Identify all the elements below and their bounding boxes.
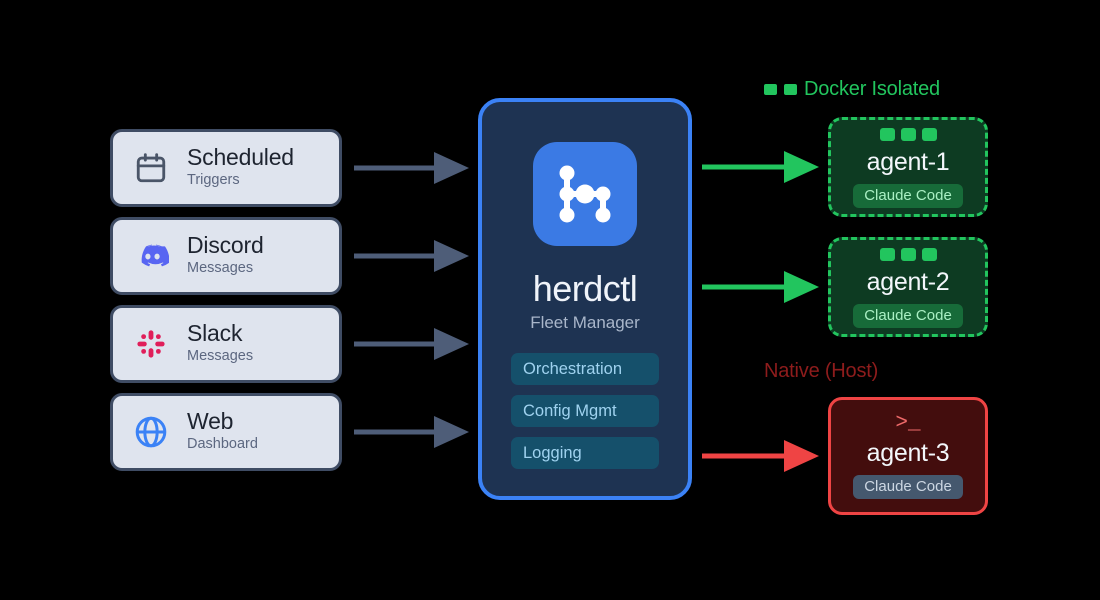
group-label-text: Docker Isolated	[804, 78, 940, 100]
agent-box-agent-2[interactable]: agent-2 Claude Code	[828, 237, 988, 337]
terminal-prompt-icon: >_	[895, 412, 921, 435]
container-square-icon	[764, 84, 777, 95]
agent-name: agent-2	[866, 268, 950, 296]
source-card-discord[interactable]: Discord Messages	[110, 217, 342, 295]
slack-icon	[131, 324, 171, 364]
agent-box-agent-1[interactable]: agent-1 Claude Code	[828, 117, 988, 217]
agent-name: agent-3	[866, 439, 950, 467]
hub-tag-orchestration[interactable]: Orchestration	[511, 353, 659, 385]
three-squares-icon	[879, 248, 937, 261]
three-squares-icon	[879, 128, 937, 141]
agent-name: agent-1	[866, 148, 950, 176]
calendar-icon	[131, 148, 171, 188]
hub-title: herdctl	[532, 268, 638, 309]
group-label-text: Native (Host)	[764, 360, 879, 382]
container-square-icon	[784, 84, 797, 95]
source-title: Slack	[187, 320, 243, 347]
globe-icon	[131, 412, 171, 452]
agent-badge: Claude Code	[853, 184, 963, 208]
hub-tag-logging[interactable]: Logging	[511, 437, 659, 469]
hub-tag-config-mgmt[interactable]: Config Mgmt	[511, 395, 659, 427]
agent-box-agent-3[interactable]: >_ agent-3 Claude Code	[828, 397, 988, 515]
hub-panel-herdctl[interactable]: herdctl Fleet Manager Orchestration Conf…	[478, 98, 692, 500]
source-title: Scheduled	[187, 144, 294, 171]
source-subtitle: Messages	[187, 348, 254, 365]
group-label-native-host: Native (Host)	[764, 360, 878, 383]
source-subtitle: Dashboard	[187, 436, 258, 453]
source-title: Web	[187, 408, 234, 435]
discord-icon	[131, 236, 171, 276]
source-card-web[interactable]: Web Dashboard	[110, 393, 342, 471]
group-label-docker-isolated: Docker Isolated	[764, 78, 940, 101]
agent-badge: Claude Code	[853, 304, 963, 328]
agent-badge: Claude Code	[853, 475, 963, 499]
source-card-slack[interactable]: Slack Messages	[110, 305, 342, 383]
hub-subtitle: Fleet Manager	[530, 313, 640, 332]
node-graph-icon	[533, 142, 637, 246]
source-title: Discord	[187, 232, 264, 259]
source-subtitle: Triggers	[187, 172, 240, 189]
source-subtitle: Messages	[187, 260, 254, 277]
hub-capability-tags: Orchestration Config Mgmt Logging	[511, 353, 659, 469]
source-card-scheduled[interactable]: Scheduled Triggers	[110, 129, 342, 207]
